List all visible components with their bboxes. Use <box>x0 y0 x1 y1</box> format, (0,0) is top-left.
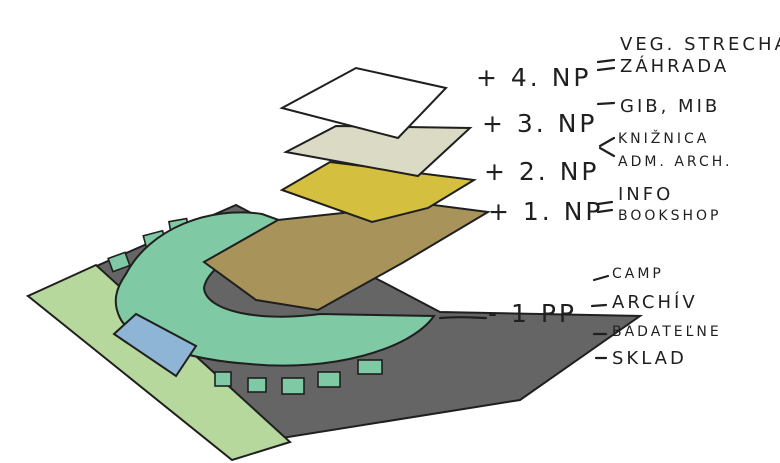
level-plus-2-use-1: KNIŽNICA <box>618 129 709 147</box>
level-plus-1-label: + 1. NP <box>488 197 603 226</box>
level-plus-2-use-2: ADM. ARCH. <box>618 154 732 170</box>
level-plus-4-use-2: ZÁHRADA <box>620 55 729 77</box>
floor-plus-1 <box>202 202 491 312</box>
level-plus-3-dash <box>596 101 616 106</box>
level-minus-1-label: - 1 PP <box>488 299 577 328</box>
level-label-plus-4: + 4. NP VEG. STRECHA ZÁHRADA <box>476 34 780 92</box>
level-minus-1-use-3: BÁDATEĽNE <box>612 323 722 340</box>
level-label-minus-1: - 1 PP CAMP ARCHÍV BÁDATEĽNE SKLAD <box>438 266 722 369</box>
level-plus-2-label: + 2. NP <box>484 157 599 186</box>
level-label-plus-1: + 1. NP INFO BOOKSHOP <box>488 184 721 226</box>
floor-plus-4 <box>279 66 448 140</box>
level-minus-1-leader <box>438 316 488 320</box>
level-plus-1-use-2: BOOKSHOP <box>618 208 721 224</box>
level-plus-3-label: + 3. NP <box>482 109 597 138</box>
level-plus-4-dash <box>596 58 616 72</box>
level-label-plus-2: + 2. NP KNIŽNICA ADM. ARCH. <box>484 129 732 186</box>
level-minus-1-use-4: SKLAD <box>612 348 687 369</box>
level-minus-1-use-1: CAMP <box>612 266 664 282</box>
level-plus-1-use-1: INFO <box>618 184 673 205</box>
floor-plus-3 <box>282 124 473 178</box>
level-plus-4-use-1: VEG. STRECHA <box>620 34 780 55</box>
level-plus-3-use-1: GIB, MIB <box>620 96 720 117</box>
level-minus-1-dash-1 <box>592 274 610 282</box>
floor-plus-2 <box>279 160 477 224</box>
level-minus-1-use-2: ARCHÍV <box>612 291 698 313</box>
level-plus-1-dash <box>596 200 614 214</box>
level-label-plus-3: + 3. NP GIB, MIB <box>482 96 720 138</box>
level-plus-2-bracket <box>598 136 616 158</box>
level-minus-1-dash-2 <box>590 303 608 308</box>
courtyard-blue-block <box>112 312 198 378</box>
level-plus-4-label: + 4. NP <box>476 63 591 92</box>
